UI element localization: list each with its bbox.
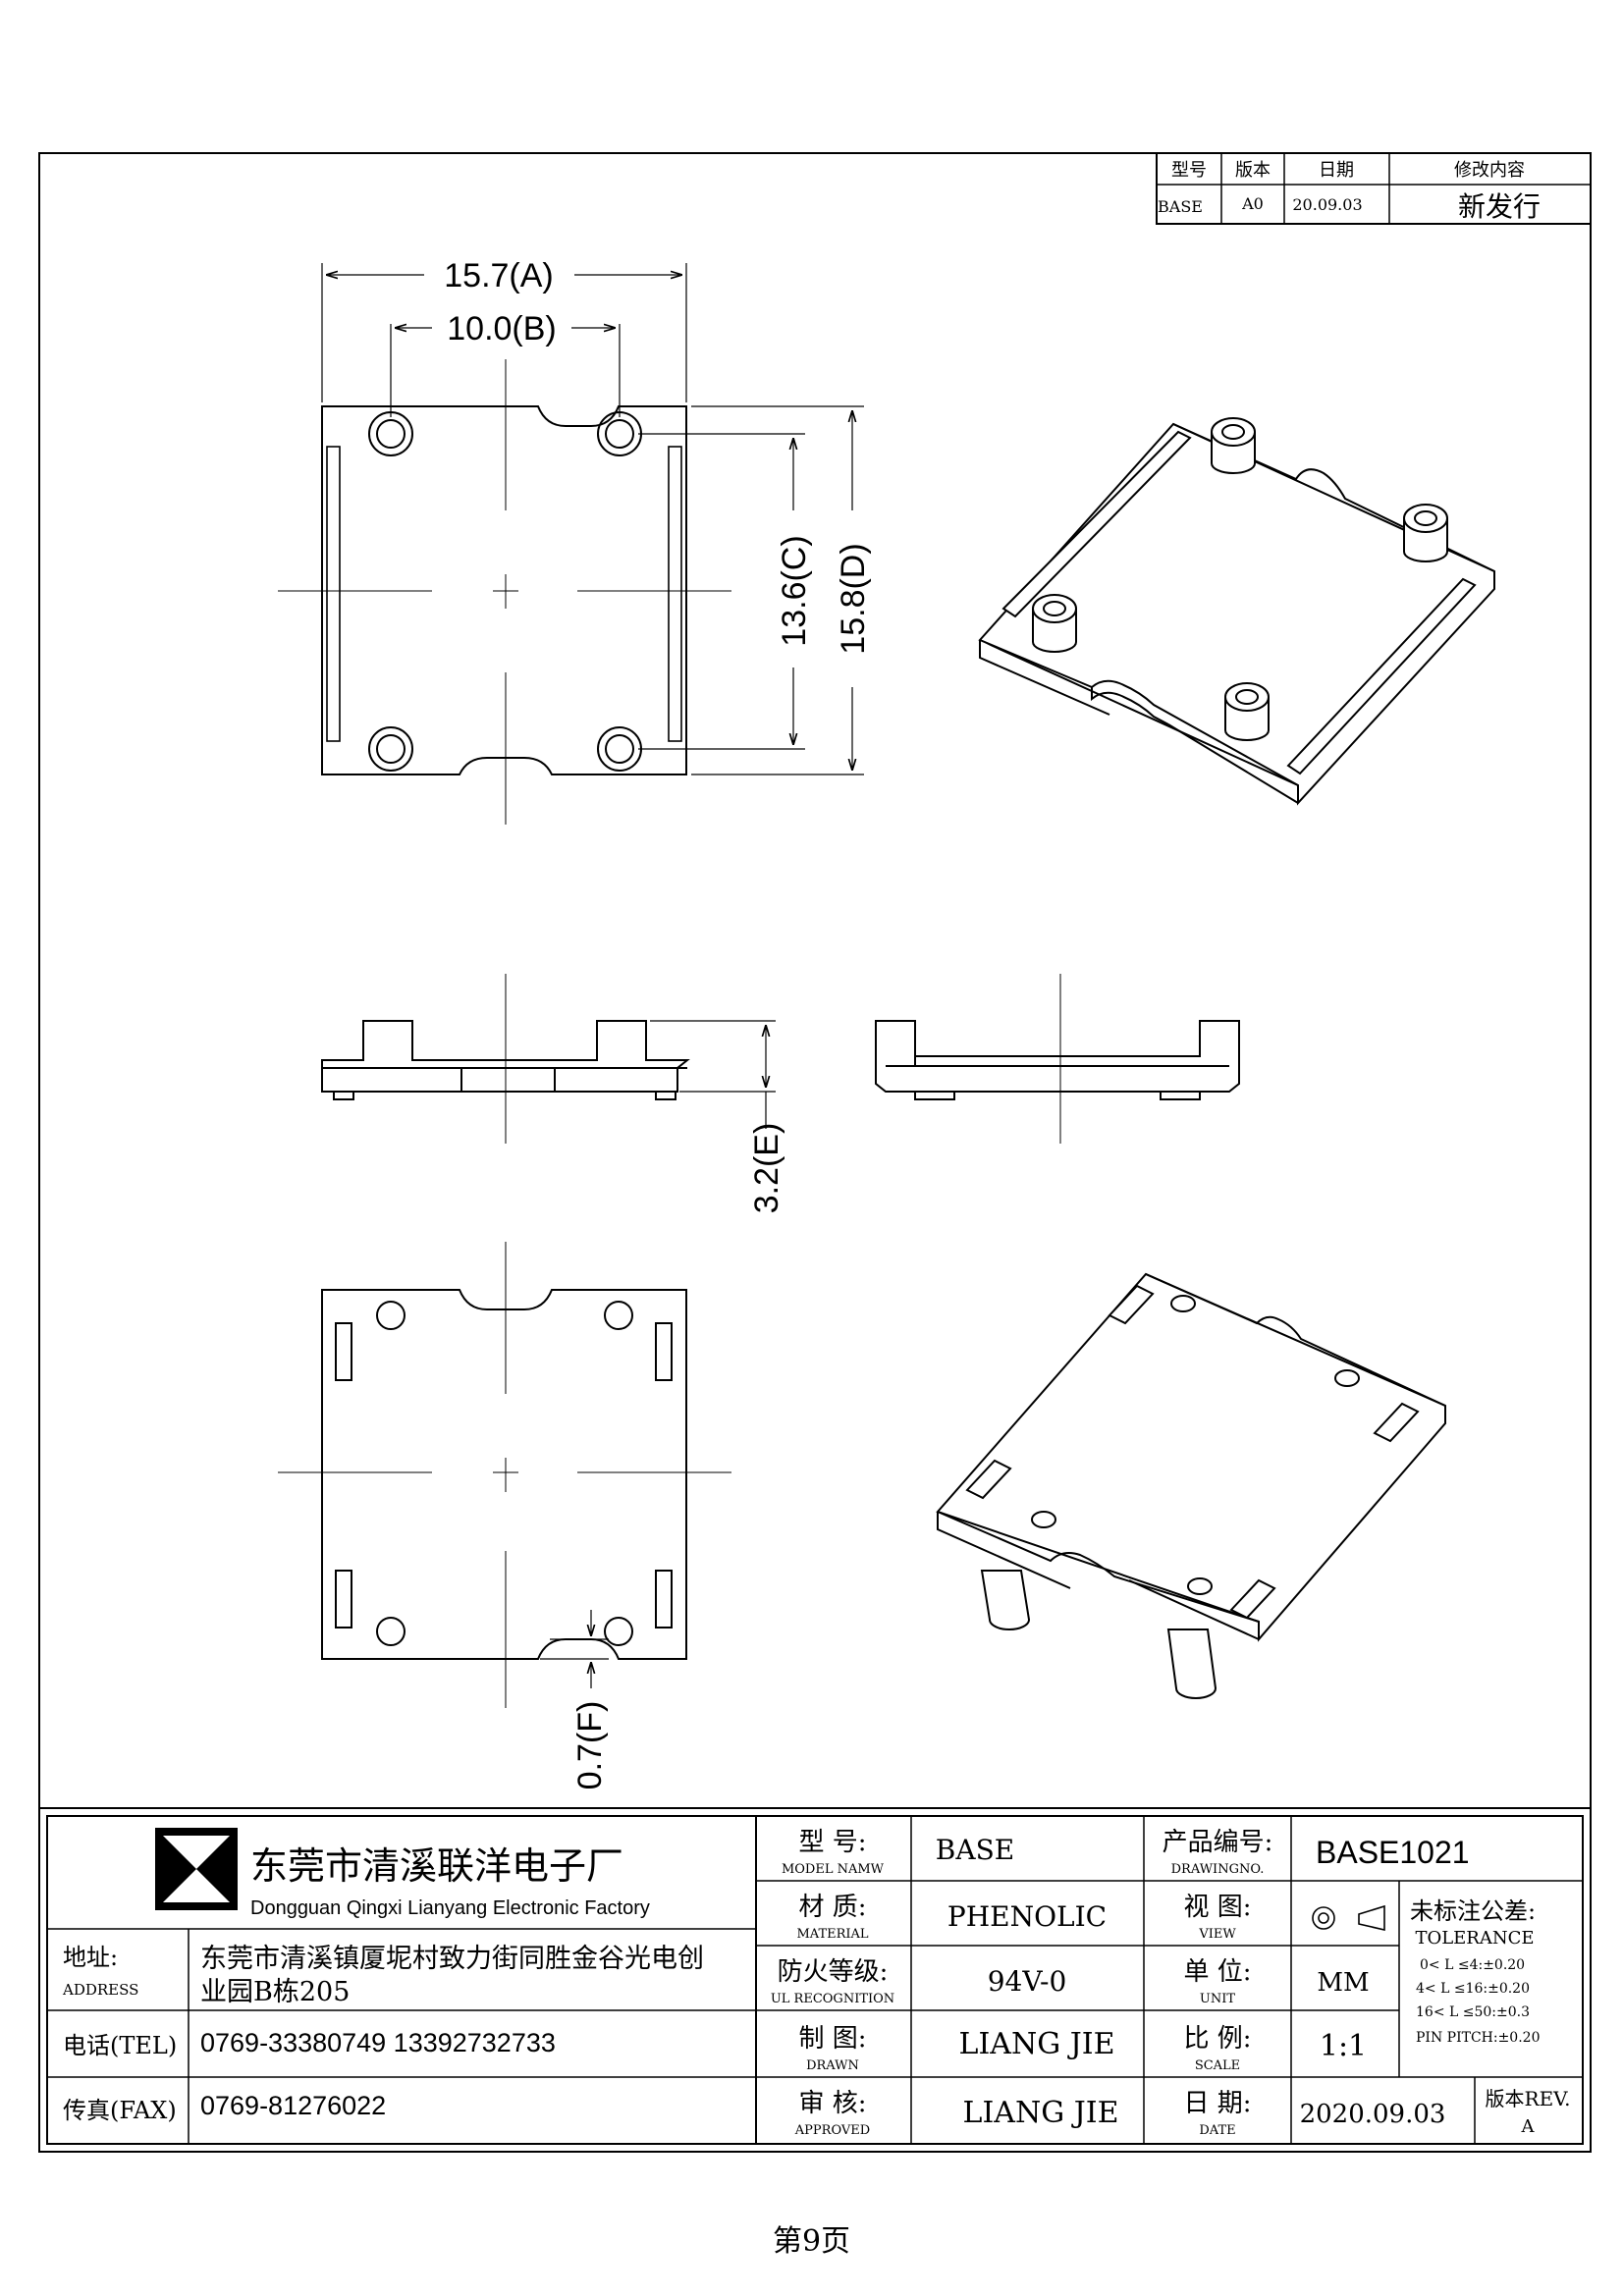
fax-value: 0769-81276022	[200, 2091, 386, 2120]
title-block: 东莞市清溪联洋电子厂 Dongguan Qingxi Lianyang Elec…	[38, 1807, 1592, 2153]
date-value: 2020.09.03	[1300, 2100, 1446, 2129]
tolerance-line: 16< L ≤50:±0.3	[1416, 2004, 1530, 2020]
dimension-f-label: 0.7(F)	[571, 1701, 609, 1790]
rev-header-changes: 修改内容	[1454, 160, 1525, 181]
model-label-en: MODEL NAMW	[782, 1862, 885, 1877]
tel-label: 电话(TEL)	[63, 2032, 177, 2059]
bottom-view: 0.7(F)	[278, 1242, 731, 1789]
drawn-label: 制 图:	[798, 2024, 866, 2054]
address-label-en: ADDRESS	[62, 1981, 138, 1999]
fax-label: 传真(FAX)	[63, 2097, 177, 2124]
tolerance-line: 4< L ≤16:±0.20	[1416, 1981, 1530, 1997]
rev-value: A	[1521, 2116, 1536, 2137]
unit-label: 单 位:	[1183, 1957, 1251, 1987]
company-name-cn: 东莞市清溪联洋电子厂	[250, 1844, 623, 1888]
pin-post	[1032, 417, 1448, 741]
company-name-en: Dongguan Qingxi Lianyang Electronic Fact…	[250, 1897, 650, 1919]
page-number: 第9页	[772, 2224, 851, 2259]
front-view: 3.2(E)	[321, 974, 785, 1214]
pad-slot	[965, 1284, 1420, 1620]
ul-label-en: UL RECOGNITION	[771, 1992, 894, 2006]
drawing-no-value: BASE1021	[1316, 1835, 1470, 1870]
ul-value: 94V-0	[988, 1965, 1067, 1998]
side-view	[875, 974, 1240, 1144]
drawing-no-label: 产品编号:	[1163, 1828, 1273, 1857]
rev-date-value: 20.09.03	[1292, 195, 1362, 214]
ul-label: 防火等级:	[778, 1957, 889, 1987]
rev-header-date: 日期	[1319, 160, 1354, 181]
model-value: BASE	[936, 1834, 1014, 1866]
material-label-en: MATERIAL	[796, 1927, 868, 1942]
tolerance-title: 未标注公差:	[1410, 1897, 1536, 1925]
drawn-value: LIANG JIE	[959, 2027, 1115, 2061]
approved-label-en: APPROVED	[794, 2123, 870, 2138]
tolerance-line: 0< L ≤4:±0.20	[1420, 1957, 1525, 1973]
material-label: 材 质:	[798, 1893, 866, 1922]
tolerance-title-en: TOLERANCE	[1415, 1928, 1534, 1949]
rev-header-version: 版本	[1235, 160, 1271, 181]
rev-header-model: 型号	[1171, 160, 1207, 181]
isometric-top-view	[978, 417, 1495, 806]
material-value: PHENOLIC	[947, 1900, 1107, 1933]
unit-label-en: UNIT	[1200, 1992, 1235, 2006]
view-label-en: VIEW	[1198, 1927, 1236, 1942]
rev-version-value: A0	[1241, 194, 1264, 213]
date-label-en: DATE	[1199, 2123, 1235, 2138]
dimension-e-label: 3.2(E)	[748, 1123, 785, 1214]
dimension-c-label: 13.6(C)	[776, 535, 813, 646]
rev-model-value: BASE	[1158, 197, 1203, 216]
dimension-b-label: 10.0(B)	[447, 310, 557, 347]
scale-value: 1:1	[1320, 2029, 1367, 2063]
address-line-2: 业园B栋205	[200, 1977, 350, 2007]
address-label: 地址:	[63, 1944, 118, 1971]
approved-label: 审 核:	[798, 2089, 866, 2118]
rev-changes-value: 新发行	[1458, 190, 1541, 223]
address-line-1: 东莞市清溪镇厦坭村致力街同胜金谷光电创	[200, 1944, 704, 1974]
center-lines	[278, 359, 731, 825]
tel-value: 0769-33380749 13392732733	[200, 2028, 556, 2057]
company-logo	[155, 1828, 238, 1910]
scale-label-en: SCALE	[1195, 2058, 1240, 2073]
scale-label: 比 例:	[1183, 2024, 1251, 2054]
tolerance-line: PIN PITCH:±0.20	[1416, 2030, 1540, 2046]
dimension-d-label: 15.8(D)	[835, 543, 872, 654]
view-label: 视 图:	[1183, 1893, 1251, 1922]
view-symbol-icon	[1312, 1904, 1385, 1932]
approved-value: LIANG JIE	[963, 2096, 1119, 2130]
drawn-label-en: DRAWN	[806, 2058, 859, 2073]
top-view: 15.7(A) 10.0(B) 13.6(C) 15.8(D)	[278, 257, 872, 825]
dimension-a	[321, 263, 864, 775]
revision-table: 型号 版本 日期 修改内容 BASE A0 20.09.03 新发行	[1156, 152, 1592, 225]
drawing-no-label-en: DRAWINGNO.	[1171, 1862, 1265, 1877]
unit-value: MM	[1317, 1968, 1369, 1998]
date-label: 日 期:	[1183, 2089, 1251, 2118]
rev-label: 版本REV.	[1486, 2087, 1571, 2110]
isometric-bottom-view	[936, 1272, 1446, 1699]
dimension-a-label: 15.7(A)	[444, 257, 554, 294]
model-label: 型 号:	[798, 1828, 866, 1857]
